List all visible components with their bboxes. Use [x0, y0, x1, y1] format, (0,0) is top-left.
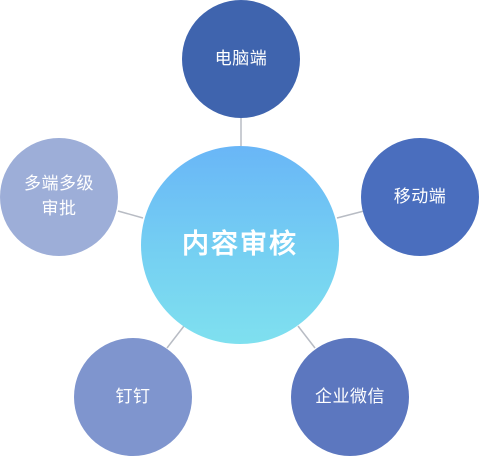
node-dingtalk: 钉钉	[74, 338, 192, 456]
connector-mobile	[336, 210, 365, 219]
node-mobile: 移动端	[361, 138, 479, 256]
connector-wechat	[297, 325, 316, 349]
node-wechat-work-label: 企业微信	[315, 386, 385, 407]
node-multi-level-approval-label: 多端多级 审批	[24, 174, 94, 219]
connector-multi	[117, 210, 144, 219]
node-dingtalk-label: 钉钉	[115, 386, 151, 407]
center-node-label: 内容审核	[182, 229, 298, 261]
node-wechat-work: 企业微信	[291, 338, 409, 456]
center-node-content-review: 内容审核	[141, 146, 339, 344]
node-multi-level-approval: 多端多级 审批	[0, 138, 118, 256]
connector-ding	[166, 325, 185, 349]
node-pc-label: 电脑端	[214, 48, 268, 69]
node-pc: 电脑端	[182, 0, 300, 118]
node-mobile-label: 移动端	[393, 186, 447, 207]
